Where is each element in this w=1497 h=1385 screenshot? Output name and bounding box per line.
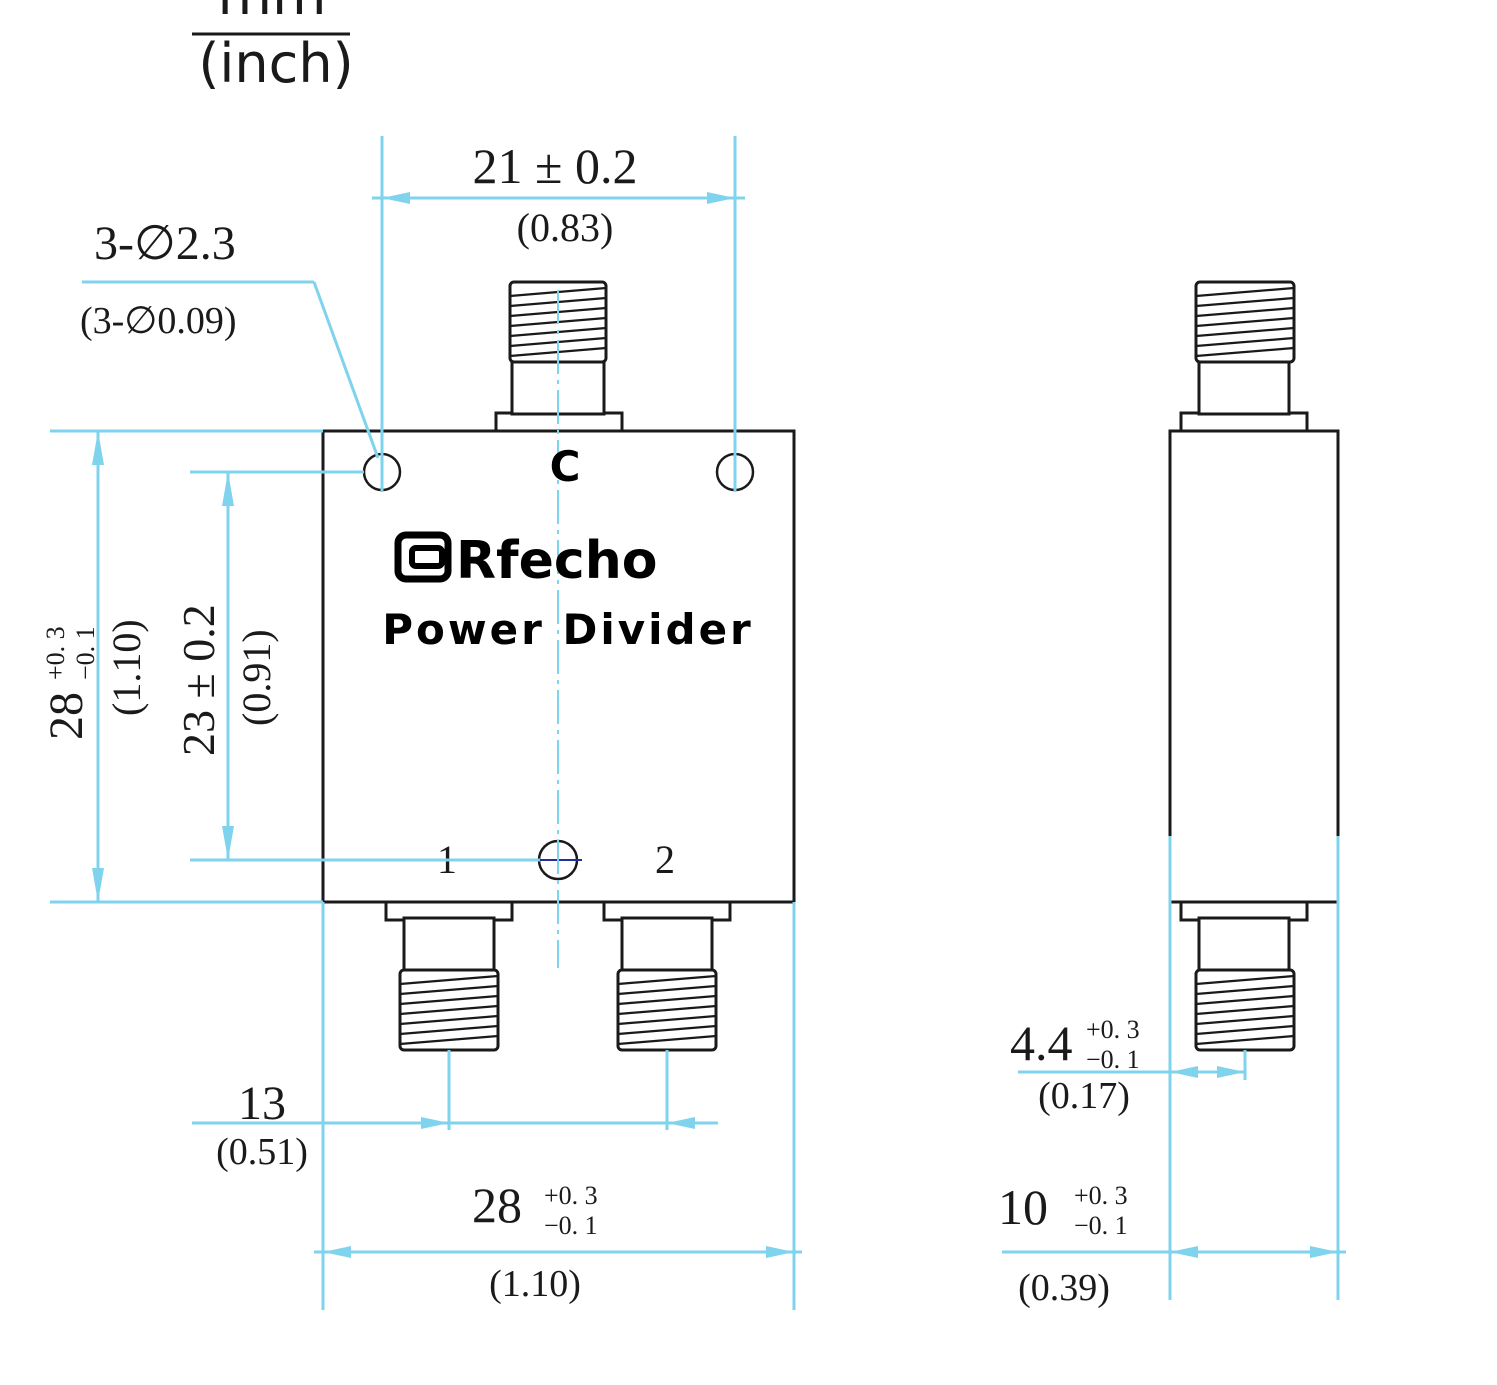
dim-hole-vertical-inch: (0.91) [234,629,279,726]
dim-hole-pitch: 21 ± 0.2 (0.83) [372,136,745,492]
dim-hole-pitch-inch: (0.83) [517,205,614,250]
dim-holes-mm: 3-∅2.3 [94,217,236,270]
dim-holes-inch: (3-∅0.09) [80,300,237,342]
bottom-connector-2 [602,900,732,1052]
dim-connector-offset-inch: (0.17) [1038,1075,1130,1117]
unit-legend: mm (inch) [192,0,354,95]
side-view: 4.4 +0. 3 −0. 1 (0.17) 10 +0. 3 −0. 1 (0… [998,280,1346,1309]
dim-body-height-inch: (1.10) [104,619,149,716]
dim-body-width-tol-minus: −0. 1 [544,1211,598,1240]
dim-body-width-mm: 28 [472,1177,522,1233]
dim-thickness-tol-plus: +0. 3 [1074,1181,1128,1210]
dim-body-height-tol-minus: −0. 1 [71,626,100,680]
dim-connector-offset: 4.4 +0. 3 −0. 1 (0.17) [1010,1015,1247,1117]
dim-holes: 3-∅2.3 (3-∅0.09) [80,217,380,459]
side-top-connector [1179,280,1309,433]
dim-port-spacing: 13 (0.51) [192,1050,718,1173]
dim-hole-vertical: 23 ± 0.2 (0.91) [173,470,540,862]
brand-name: Rfecho [456,531,658,591]
dim-body-width: 28 +0. 3 −0. 1 (1.10) [314,902,802,1310]
dim-body-width-tol-plus: +0. 3 [544,1181,598,1210]
logo-mark-icon [394,531,452,583]
dim-body-width-inch: (1.10) [489,1263,581,1305]
dim-thickness: 10 +0. 3 −0. 1 (0.39) [998,836,1346,1309]
dim-thickness-tol-minus: −0. 1 [1074,1211,1128,1240]
dim-connector-offset-tol-minus: −0. 1 [1086,1045,1140,1074]
dim-port-spacing-inch: (0.51) [216,1131,308,1173]
dim-body-height-mm: 28 [40,692,93,740]
unit-legend-mm: mm [217,0,326,28]
dim-hole-vertical-mm: 23 ± 0.2 [173,604,224,756]
dim-body-height-tol-plus: +0. 3 [41,626,70,680]
dim-body-height: 28 +0. 3 −0. 1 (1.10) [40,429,323,904]
unit-legend-inch: (inch) [198,32,353,95]
bottom-connector-1 [384,900,514,1052]
dim-thickness-inch: (0.39) [1018,1267,1110,1309]
dim-hole-pitch-mm: 21 ± 0.2 [473,138,638,194]
side-body [1168,429,1340,904]
port-label-2: 2 [655,837,675,882]
front-view: C 1 2 Rfecho Power Divider [40,136,802,1310]
dim-connector-offset-mm: 4.4 [1010,1015,1073,1071]
dim-connector-offset-tol-plus: +0. 3 [1086,1015,1140,1044]
side-bottom-connector [1179,900,1309,1052]
brand-logo: Rfecho [394,531,658,591]
product-name: Power Divider [382,605,754,654]
dim-thickness-mm: 10 [998,1179,1048,1235]
dim-port-spacing-mm: 13 [238,1077,286,1130]
port-label-common: C [550,442,581,491]
